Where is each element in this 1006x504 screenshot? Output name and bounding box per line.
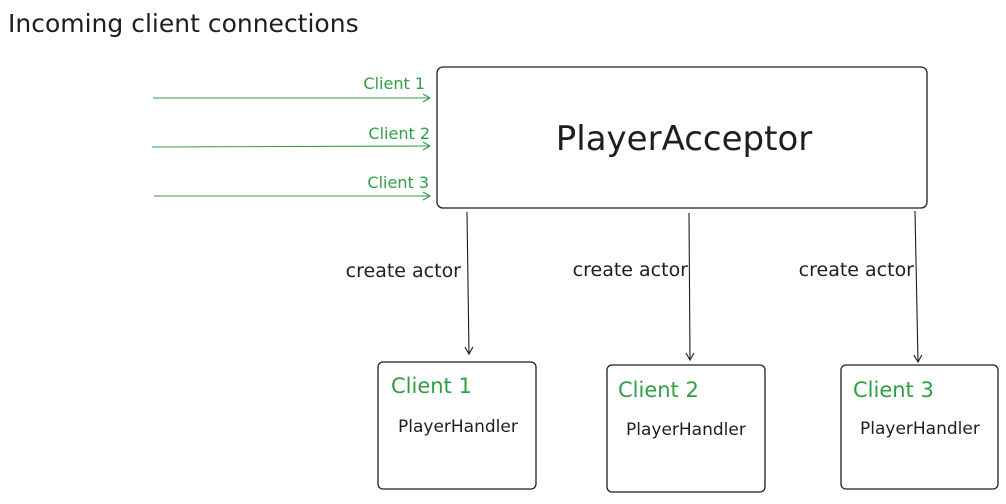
create-actor-arrow-1 — [464, 211, 474, 356]
handler-name-label-3: PlayerHandler — [860, 419, 980, 439]
create-actor-label-1: create actor — [346, 260, 462, 282]
diagram-title: Incoming client connections — [8, 9, 359, 38]
create-actor-label-3: create actor — [799, 259, 915, 281]
handler-name-label-2: PlayerHandler — [626, 420, 746, 440]
create-actor-edge-1: create actor — [346, 211, 474, 356]
player-handler-node-2: Client 2 PlayerHandler — [606, 364, 766, 493]
player-acceptor-node: PlayerAcceptor — [436, 66, 928, 209]
create-actor-arrow-2 — [685, 212, 695, 362]
player-acceptor-label: PlayerAcceptor — [556, 119, 812, 159]
handler-client-label-2: Client 2 — [618, 378, 699, 402]
incoming-client-1: Client 1 — [153, 74, 432, 103]
player-handler-box-1 — [377, 361, 537, 490]
player-handler-node-3: Client 3 PlayerHandler — [840, 364, 999, 490]
player-handler-box-2 — [606, 364, 766, 493]
incoming-label-3: Client 3 — [367, 173, 429, 192]
handler-name-label-1: PlayerHandler — [398, 417, 518, 437]
create-actor-edge-3: create actor — [799, 210, 923, 364]
create-actor-edge-2: create actor — [573, 212, 695, 362]
handler-client-label-3: Client 3 — [853, 378, 934, 402]
player-handler-node-1: Client 1 PlayerHandler — [377, 361, 537, 490]
player-handler-box-3 — [840, 364, 999, 490]
incoming-label-1: Client 1 — [363, 74, 425, 93]
create-actor-arrow-3 — [913, 210, 923, 364]
incoming-client-2: Client 2 — [151, 124, 432, 151]
create-actor-label-2: create actor — [573, 259, 689, 281]
handler-client-label-1: Client 1 — [391, 374, 472, 398]
incoming-client-3: Client 3 — [154, 173, 432, 201]
incoming-arrow-2 — [151, 141, 432, 151]
player-acceptor-box — [436, 66, 928, 209]
incoming-label-2: Client 2 — [368, 124, 430, 143]
